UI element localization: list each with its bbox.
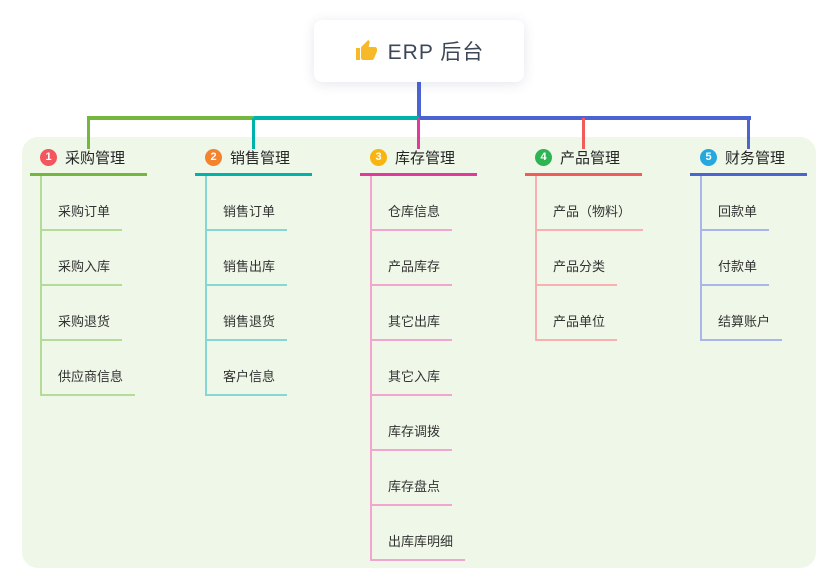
root-node-label: ERP 后台 bbox=[387, 41, 485, 64]
branch-title: 产品管理 bbox=[560, 150, 621, 167]
leaf-node[interactable]: 其它出库 bbox=[372, 311, 453, 341]
leaf-node[interactable]: 客户信息 bbox=[207, 366, 288, 396]
branch-number-badge: 3 bbox=[370, 149, 387, 166]
branch-column: 3 库存管理 仓库信息 产品库存 其它出库 其它入库 库存调拨 库存盘点 出库库… bbox=[360, 147, 477, 561]
connector-root-stem bbox=[417, 82, 421, 120]
leaf-row: 采购订单 bbox=[42, 176, 147, 231]
leaf-node[interactable]: 采购订单 bbox=[42, 201, 123, 231]
leaf-row: 产品（物料） bbox=[537, 176, 644, 231]
branch-node[interactable]: 5 财务管理 bbox=[690, 147, 807, 176]
leaf-node[interactable]: 销售出库 bbox=[207, 256, 288, 286]
leaf-row: 仓库信息 bbox=[372, 176, 477, 231]
leaf-row: 产品库存 bbox=[372, 231, 477, 286]
branch-number-badge: 1 bbox=[40, 149, 57, 166]
leaf-row: 销售退货 bbox=[207, 286, 312, 341]
leaf-row: 结算账户 bbox=[702, 286, 807, 341]
connector-branch-drop bbox=[87, 118, 90, 149]
root-node[interactable]: ERP 后台 bbox=[314, 20, 524, 82]
mindmap-panel bbox=[22, 137, 816, 568]
leaf-node[interactable]: 其它入库 bbox=[372, 366, 453, 396]
leaf-node[interactable]: 产品单位 bbox=[537, 311, 618, 341]
leaf-row: 出库库明细 bbox=[372, 506, 477, 561]
leaf-node[interactable]: 采购入库 bbox=[42, 256, 123, 286]
connector-bus-left bbox=[86, 116, 254, 120]
leaf-node[interactable]: 供应商信息 bbox=[42, 366, 136, 396]
leaf-row: 供应商信息 bbox=[42, 341, 147, 396]
branch-node[interactable]: 1 采购管理 bbox=[30, 147, 147, 176]
branch-items: 采购订单 采购入库 采购退货 供应商信息 bbox=[40, 176, 147, 396]
leaf-row: 回款单 bbox=[702, 176, 807, 231]
leaf-node[interactable]: 产品（物料） bbox=[537, 201, 644, 231]
branch-column: 2 销售管理 销售订单 销售出库 销售退货 客户信息 bbox=[195, 147, 312, 396]
connector-bus-mid bbox=[253, 116, 419, 120]
branch-node[interactable]: 2 销售管理 bbox=[195, 147, 312, 176]
branch-items: 仓库信息 产品库存 其它出库 其它入库 库存调拨 库存盘点 出库库明细 bbox=[370, 176, 477, 561]
branch-column: 4 产品管理 产品（物料） 产品分类 产品单位 bbox=[525, 147, 644, 341]
leaf-node[interactable]: 库存调拨 bbox=[372, 421, 453, 451]
leaf-node[interactable]: 仓库信息 bbox=[372, 201, 453, 231]
leaf-node[interactable]: 销售退货 bbox=[207, 311, 288, 341]
leaf-row: 产品分类 bbox=[537, 231, 643, 286]
branch-items: 回款单 付款单 结算账户 bbox=[700, 176, 807, 341]
leaf-row: 库存盘点 bbox=[372, 451, 477, 506]
branch-title: 财务管理 bbox=[725, 150, 786, 167]
leaf-node[interactable]: 销售订单 bbox=[207, 201, 288, 231]
leaf-row: 采购入库 bbox=[42, 231, 147, 286]
branch-node[interactable]: 3 库存管理 bbox=[360, 147, 477, 176]
leaf-node[interactable]: 付款单 bbox=[702, 256, 770, 286]
leaf-row: 产品单位 bbox=[537, 286, 643, 341]
leaf-row: 其它出库 bbox=[372, 286, 477, 341]
leaf-row: 付款单 bbox=[702, 231, 807, 286]
leaf-row: 销售订单 bbox=[207, 176, 312, 231]
leaf-node[interactable]: 结算账户 bbox=[702, 311, 783, 341]
branch-column: 1 采购管理 采购订单 采购入库 采购退货 供应商信息 bbox=[30, 147, 147, 396]
thumbs-up-icon bbox=[355, 40, 377, 60]
connector-branch-drop bbox=[747, 118, 750, 149]
branch-items: 销售订单 销售出库 销售退货 客户信息 bbox=[205, 176, 312, 396]
branch-number-badge: 2 bbox=[205, 149, 222, 166]
branch-items: 产品（物料） 产品分类 产品单位 bbox=[535, 176, 644, 341]
leaf-row: 其它入库 bbox=[372, 341, 477, 396]
branch-column: 5 财务管理 回款单 付款单 结算账户 bbox=[690, 147, 807, 341]
branch-number-badge: 4 bbox=[535, 149, 552, 166]
branch-title: 销售管理 bbox=[230, 150, 291, 167]
branch-node[interactable]: 4 产品管理 bbox=[525, 147, 642, 176]
leaf-node[interactable]: 回款单 bbox=[702, 201, 770, 231]
connector-branch-drop bbox=[582, 118, 585, 149]
leaf-node[interactable]: 产品分类 bbox=[537, 256, 618, 286]
branch-title: 库存管理 bbox=[395, 150, 456, 167]
connector-branch-drop bbox=[417, 118, 420, 149]
leaf-row: 销售出库 bbox=[207, 231, 312, 286]
leaf-row: 客户信息 bbox=[207, 341, 312, 396]
leaf-node[interactable]: 采购退货 bbox=[42, 311, 123, 341]
branch-title: 采购管理 bbox=[65, 150, 126, 167]
leaf-row: 库存调拨 bbox=[372, 396, 477, 451]
leaf-node[interactable]: 出库库明细 bbox=[372, 531, 466, 561]
leaf-node[interactable]: 库存盘点 bbox=[372, 476, 453, 506]
leaf-row: 采购退货 bbox=[42, 286, 147, 341]
branch-number-badge: 5 bbox=[700, 149, 717, 166]
connector-branch-drop bbox=[252, 118, 255, 149]
leaf-node[interactable]: 产品库存 bbox=[372, 256, 453, 286]
